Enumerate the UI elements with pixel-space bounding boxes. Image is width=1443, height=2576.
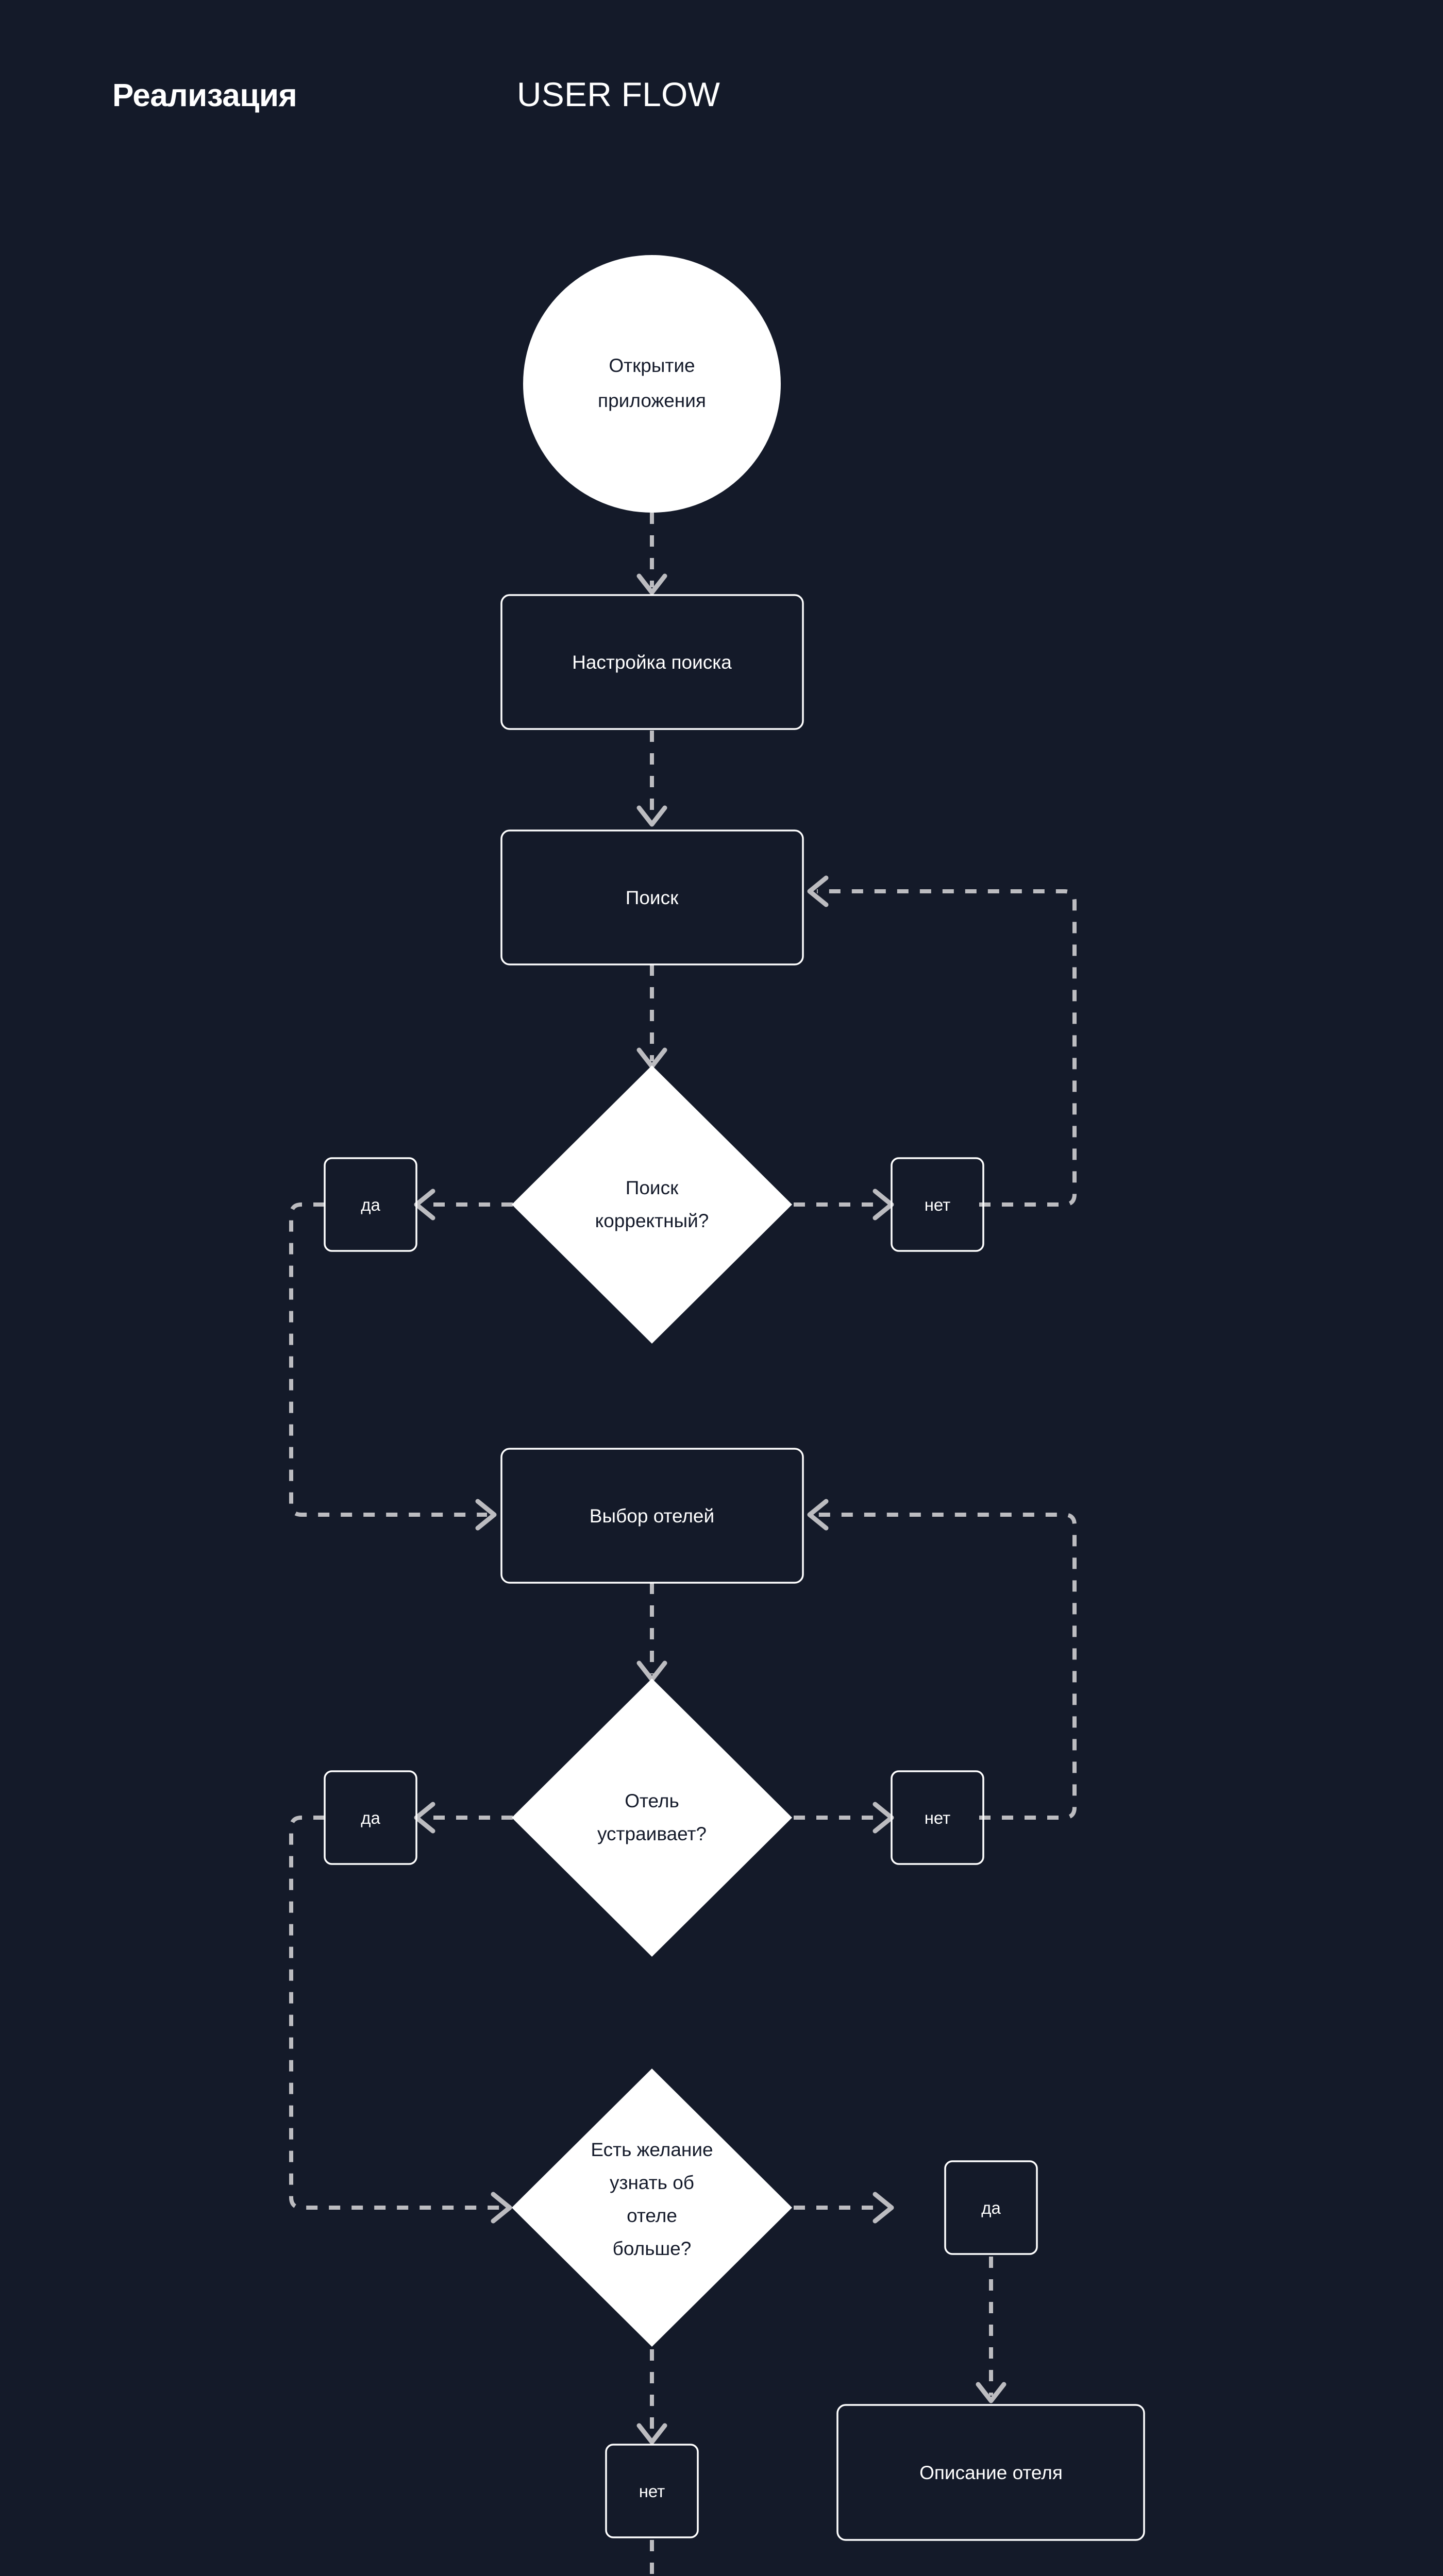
node-hotels[interactable]: Выбор отелей [500,1448,804,1584]
arrowhead-setup-search [636,805,667,827]
edge-d1-yes-to-hotels [289,1202,487,1517]
arrowhead-d2-yes [414,1802,435,1834]
tag-d1-no-shape [891,1157,984,1252]
arrowhead-d1-no-loopback [807,875,829,907]
node-setup-search[interactable]: Настройка поиска [500,594,804,730]
setup-box-shape [500,594,804,730]
arrowhead-d1-yes [414,1189,435,1221]
decision-3-label-line-3: отеле [627,2205,677,2226]
page-title: USER FLOW [0,75,1443,114]
start-label-line-2: приложения [598,390,706,411]
arrowhead-d2-no-loopback [807,1499,829,1531]
tag-d1-yes[interactable]: да [324,1157,417,1252]
node-decision-search-correct[interactable]: Поиск корректный? [512,1065,792,1344]
tag-d3-yes[interactable]: да [944,2160,1038,2255]
tag-d1-no[interactable]: нет [891,1157,984,1252]
start-label-line-1: Открытие [609,355,695,376]
arrowhead-d1-yes-to-hotels [475,1499,497,1531]
decision-1-diamond-shape [512,1065,792,1344]
section-label: Реализация [112,78,297,113]
edge-d2-no-loopback [817,1513,1077,1820]
tag-d2-yes-label: да [361,1808,380,1827]
tag-d2-yes[interactable]: да [324,1770,417,1865]
decision-3-label-line-2: узнать об [610,2172,694,2193]
tag-d3-no-label: нет [639,2482,665,2501]
hotels-box-shape [500,1448,804,1584]
node-start[interactable]: Открытие приложения [523,255,781,513]
tag-d1-yes-label: да [361,1195,380,1214]
decision-3-diamond-shape [512,2069,792,2347]
decision-3-label-line-1: Есть желание [591,2139,713,2160]
arrowhead-start-setup [636,573,667,595]
decision-2-label-line-1: Отель [625,1790,679,1811]
arrowhead-d3-no [636,2423,667,2445]
decision-1-label-line-1: Поиск [626,1177,679,1198]
arrowhead-hotels-d2 [636,1660,667,1682]
tag-d2-yes-shape [324,1770,417,1865]
edge-layer [289,513,1077,2576]
start-circle-shape [523,255,781,513]
decision-1-label-line-2: корректный? [595,1210,709,1231]
tag-d3-no[interactable]: нет [605,2444,699,2538]
decision-2-label-line-2: устраивает? [597,1823,707,1844]
arrowhead-d3-yes-to-descr [976,2382,1006,2403]
tag-d1-yes-shape [324,1157,417,1252]
tag-d3-yes-shape [944,2160,1038,2255]
arrowhead-d3-yes [872,2192,894,2224]
node-search[interactable]: Поиск [500,829,804,965]
edge-d2-yes-to-d3 [289,1816,502,2210]
arrowhead-d2-yes-to-d3 [491,2192,512,2224]
tag-d2-no[interactable]: нет [891,1770,984,1865]
tag-d2-no-label: нет [925,1808,951,1827]
node-hotel-description[interactable]: Описание отеля [836,2404,1145,2541]
search-box-shape [500,829,804,965]
description-box-shape [836,2404,1145,2541]
tag-d1-no-label: нет [925,1195,951,1214]
arrowhead-d2-no [872,1802,894,1834]
tag-d3-yes-label: да [981,2198,1001,2217]
description-label: Описание отеля [919,2462,1063,2483]
node-decision-hotel-ok[interactable]: Отель устраивает? [512,1679,792,1957]
hotels-label: Выбор отелей [590,1505,714,1527]
tag-d3-no-shape [605,2444,699,2538]
decision-3-label-line-4: больше? [613,2238,692,2259]
tag-d2-no-shape [891,1770,984,1865]
arrowhead-d1-no [872,1189,894,1221]
node-decision-more-info[interactable]: Есть желание узнать об отеле больше? [512,2069,792,2347]
setup-label: Настройка поиска [572,652,732,673]
page-title-text: USER FLOW [516,75,720,113]
decision-2-diamond-shape [512,1679,792,1957]
search-label: Поиск [626,887,679,908]
